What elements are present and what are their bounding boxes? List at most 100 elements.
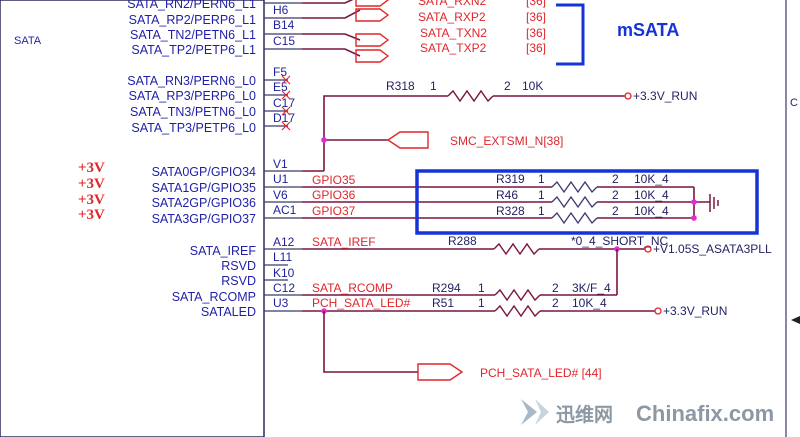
pulldown-common-wire	[597, 186, 710, 219]
r51-pin1: 1	[478, 296, 485, 310]
junction-dot	[321, 137, 327, 143]
net-sata-txp2: SATA_TXP2	[420, 41, 487, 55]
net-sata-txn2: SATA_TXN2	[420, 26, 487, 40]
power-marks: +3V +3V +3V +3V	[78, 160, 105, 223]
pin-number: C17	[273, 96, 295, 110]
net-sata-rxp2: SATA_RXP2	[418, 10, 486, 24]
sheet-ref: [36]	[526, 10, 546, 24]
net-gpio36: GPIO36	[312, 188, 356, 202]
r328-pin2: 2	[612, 204, 619, 218]
pin-name: SATA_IREF	[190, 244, 257, 258]
r318-value: 10K	[522, 79, 543, 93]
r319-pin2: 2	[612, 172, 619, 186]
net-smc-extsmi: SMC_EXTSMI_N[38]	[450, 134, 563, 148]
r46-ref: R46	[496, 188, 518, 202]
pin-number: AC1	[273, 203, 297, 217]
pin-name-column: SATA_RN2/PERN6_L1 SATA_RP2/PERP6_L1 SATA…	[127, 0, 256, 319]
pin-number: V1	[273, 157, 288, 171]
pin-number: L11	[273, 250, 292, 264]
pin-name: RSVD	[221, 274, 256, 288]
r318-pin2: 2	[504, 79, 511, 93]
watermark-en: Chinafix.com	[636, 401, 774, 426]
r294-pin2: 2	[552, 281, 559, 295]
msata-lane-wires	[302, 0, 361, 57]
pin-name: SATA_TP2/PETP6_L1	[131, 43, 256, 57]
pin-name: SATA_RN3/PERN6_L0	[127, 74, 256, 88]
r319-value: 10K_4	[634, 172, 669, 186]
power-mark: +3V	[78, 160, 105, 176]
no-connect-marks	[281, 75, 291, 131]
pulldown-resistor-symbols	[551, 180, 598, 225]
r319-ref: R319	[496, 172, 525, 186]
net-sata-rxn2: SATA_RXN2	[418, 0, 487, 8]
pin-name: SATALED	[201, 305, 256, 319]
watermark-cn: 迅维网	[556, 403, 613, 426]
pch-led-branch-wire	[323, 311, 418, 373]
component-body	[0, 0, 265, 437]
r318-pin1: 1	[430, 79, 437, 93]
component-label: SATA	[14, 35, 42, 47]
arrow-icon	[791, 316, 800, 324]
pin-number: U1	[273, 172, 289, 186]
pin-name: SATA_RN2/PERN6_L1	[127, 0, 256, 11]
r51-resistor-symbol	[494, 304, 541, 318]
msata-label: mSATA	[617, 20, 679, 40]
msata-bracket	[556, 3, 585, 66]
sheet-ref: [36]	[526, 41, 546, 55]
ground-icon	[709, 194, 719, 212]
power-mark: +3V	[78, 207, 105, 223]
r294-value: 3K/F_4	[572, 281, 611, 295]
r318-ref: R318	[386, 79, 415, 93]
watermark: 迅维网 Chinafix.com	[521, 399, 774, 426]
r46-pin1: 1	[538, 188, 545, 202]
r51-value: 10K_4	[572, 296, 607, 310]
r288-value: *0_4_SHORT_NC	[571, 234, 668, 248]
pin-name: SATA_TN3/PETN6_L0	[130, 105, 256, 119]
sheet-ref: [36]	[526, 26, 546, 40]
net-sata-iref: SATA_IREF	[312, 235, 376, 249]
msata-offpage-connectors	[355, 0, 390, 63]
r328-value: 10K_4	[634, 204, 669, 218]
junction-dot	[691, 215, 697, 221]
watermark-logo-icon	[521, 399, 537, 425]
r328-ref: R328	[496, 204, 525, 218]
pin-name: SATA3GP/GPIO37	[152, 212, 256, 226]
junction-dot	[691, 199, 697, 205]
pin-name: SATA_RP3/PERP6_L0	[129, 89, 256, 103]
pin-number: U3	[273, 296, 289, 310]
net-pch-sata-led: PCH_SATA_LED#	[312, 296, 411, 310]
r46-pin2: 2	[612, 188, 619, 202]
r288-ref: R288	[448, 234, 477, 248]
pin-number: V6	[273, 188, 288, 202]
rail-terminal	[624, 92, 632, 100]
pin-number: H6	[273, 3, 289, 17]
highlight-box	[415, 169, 759, 235]
rail-terminal	[654, 307, 662, 315]
pch-led-connector	[417, 363, 464, 381]
r294-resistor-symbol	[494, 288, 541, 302]
rail-terminal	[644, 245, 652, 253]
pin-name: SATA2GP/GPIO36	[152, 196, 256, 210]
pin-number: F5	[273, 65, 287, 79]
sheet-ref: [36]	[526, 0, 546, 8]
smc-extsmi-connector	[386, 131, 429, 149]
pin-number: B14	[273, 18, 295, 32]
r328-pin1: 1	[538, 204, 545, 218]
net-gpio35: GPIO35	[312, 173, 356, 187]
net-sata-rcomp: SATA_RCOMP	[312, 281, 393, 295]
r294-pin1: 1	[478, 281, 485, 295]
pin-number: C15	[273, 34, 295, 48]
r51-pin2: 2	[552, 296, 559, 310]
pin-name: SATA_TN2/PETN6_L1	[130, 28, 256, 42]
r318-wire	[323, 95, 448, 171]
pin-stubs	[264, 2, 302, 312]
power-mark: +3V	[78, 176, 105, 192]
pin-number: E5	[273, 80, 288, 94]
power-mark: +3V	[78, 192, 105, 208]
pin-number: K10	[273, 266, 295, 280]
net-pch-sata-led-ref: PCH_SATA_LED# [44]	[480, 366, 602, 380]
r318-resistor-symbol	[447, 89, 494, 103]
pin-number: A12	[273, 235, 295, 249]
edge-letter: C	[790, 97, 798, 109]
